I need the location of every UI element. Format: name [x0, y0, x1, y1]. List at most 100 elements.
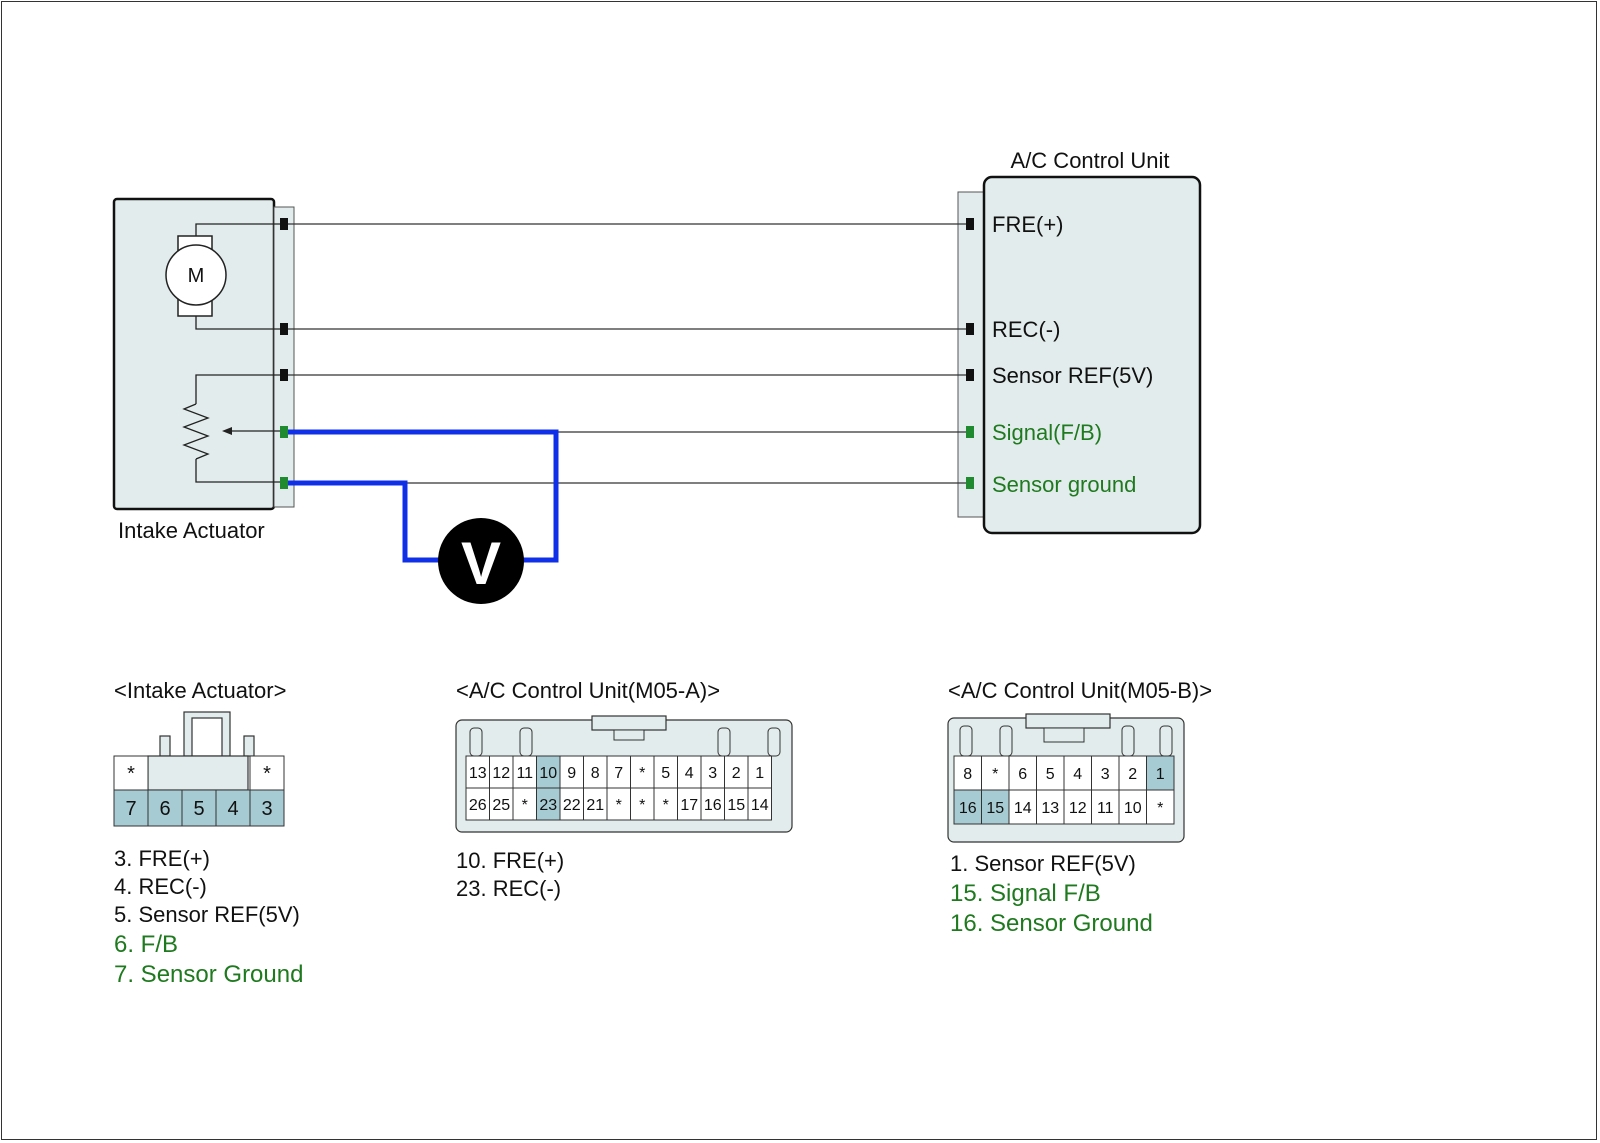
legend-mb-2: 15. Signal F/B	[950, 880, 1101, 907]
ia-top-pin-4: *	[263, 763, 271, 785]
voltmeter-probes: V	[288, 429, 559, 604]
actuator-pin-4	[280, 426, 288, 438]
m05a-top-pin-12: 1	[755, 765, 764, 782]
ac-control-unit-title: A/C Control Unit	[1011, 148, 1170, 173]
intake-actuator-label: Intake Actuator	[118, 518, 265, 543]
m05a-bottom-pin-3: 23	[539, 797, 557, 814]
m05a-top-pin-8: 5	[661, 765, 670, 782]
m05b-bottom-pin-2-cell	[1008, 789, 1037, 825]
m05b-top-pin-2: 6	[1018, 766, 1027, 783]
m05a-bottom-pin-7: *	[639, 797, 645, 814]
connector-m05b: <A/C Control Unit(M05-B)> 8 * 6 5 4 3 2 1 16 15 14…	[947, 678, 1212, 843]
legend-ma-1: 10. FRE(+)	[456, 848, 564, 873]
acu-pin-3	[966, 369, 974, 381]
connector-intake-actuator-title: <Intake Actuator>	[114, 678, 286, 703]
m05a-bottom-pin-10: 16	[704, 797, 722, 814]
ia-bottom-pin-3: 3	[261, 798, 272, 820]
m05a-bottom-pin-8: *	[663, 797, 669, 814]
m05b-top-pin-0: 8	[963, 766, 972, 783]
m05b-top-pin-1-cell	[981, 755, 1010, 791]
legend-ia-2: 4. REC(-)	[114, 874, 207, 899]
m05b-bottom-pin-7-cell	[1146, 789, 1175, 825]
legend-ia-4: 6. F/B	[114, 931, 178, 958]
intake-actuator-component: M Intake Actuator	[112, 197, 295, 543]
legend-ia-3: 5. Sensor REF(5V)	[114, 902, 300, 927]
actuator-pin-1	[280, 218, 288, 230]
ac-control-unit-connector	[957, 191, 987, 518]
m05b-bottom-pin-7: *	[1157, 800, 1163, 817]
terminal-label-rec: REC(-)	[992, 317, 1060, 342]
m05a-top-pin-5: 8	[591, 765, 600, 782]
ia-bottom-pin-4-cell	[215, 789, 251, 827]
m05b-top-pin-3: 5	[1046, 766, 1055, 783]
ac-control-unit-component: A/C Control Unit	[957, 148, 1202, 535]
connector-m05a-title: <A/C Control Unit(M05-A)>	[456, 678, 720, 703]
m05a-top-pin-2: 11	[516, 765, 533, 782]
m05a-bottom-pin-11: 15	[727, 797, 745, 814]
m05a-bottom-pin-9: 17	[680, 797, 698, 814]
m05a-bottom-pin-5: 21	[586, 797, 604, 814]
ia-bottom-pin-7: 7	[125, 798, 136, 820]
motor-symbol: M	[188, 265, 205, 287]
m05b-top-pin-5: 3	[1101, 766, 1110, 783]
legend-intake-actuator: 3. FRE(+) 4. REC(-) 5. Sensor REF(5V) 6.…	[114, 846, 303, 988]
actuator-pin-2	[280, 323, 288, 335]
acu-pin-4	[966, 426, 974, 438]
legend-ia-5: 7. Sensor Ground	[114, 961, 303, 988]
m05b-bottom-pin-5: 11	[1097, 800, 1114, 817]
m05b-bottom-pin-2: 14	[1014, 800, 1032, 817]
m05b-top-pin-4: 4	[1073, 766, 1082, 783]
acu-pin-2	[966, 323, 974, 335]
legend-m05a: 10. FRE(+) 23. REC(-)	[456, 848, 564, 901]
legend-ma-2: 23. REC(-)	[456, 876, 561, 901]
m05b-top-pin-6: 2	[1128, 766, 1137, 783]
m05a-bottom-pin-12-cell	[747, 787, 772, 821]
ia-bottom-pin-5: 5	[193, 798, 204, 820]
m05a-top-pin-10: 3	[708, 765, 717, 782]
m05a-top-pin-6: 7	[614, 765, 623, 782]
actuator-pin-3	[280, 369, 288, 381]
m05a-bottom-pin-0: 26	[469, 797, 487, 814]
terminal-label-sensor-ref: Sensor REF(5V)	[992, 363, 1153, 388]
ia-bottom-pin-7-cell	[113, 789, 149, 827]
ia-top-pin-0: *	[127, 763, 135, 785]
m05b-bottom-pin-4-cell	[1063, 789, 1092, 825]
legend-mb-1: 1. Sensor REF(5V)	[950, 851, 1136, 876]
m05a-bottom-pin-1: 25	[492, 797, 510, 814]
m05a-bottom-pin-2: *	[522, 797, 528, 814]
potentiometer-icon	[182, 374, 284, 483]
m05b-bottom-pin-0: 16	[959, 800, 977, 817]
probe-wire-signal	[288, 429, 559, 563]
m05b-bottom-pin-6-cell	[1118, 789, 1147, 825]
ia-bottom-pin-6-cell	[147, 789, 183, 827]
m05b-top-pin-3-cell	[1036, 755, 1065, 791]
m05a-top-pin-4: 9	[567, 765, 576, 782]
m05b-top-pin-7: 1	[1156, 766, 1165, 783]
legend-ia-1: 3. FRE(+)	[114, 846, 210, 871]
m05b-top-pin-4-cell	[1063, 755, 1092, 791]
harness-wires	[288, 223, 966, 484]
connector-m05b-title: <A/C Control Unit(M05-B)>	[948, 678, 1212, 703]
m05b-bottom-pin-3: 13	[1041, 800, 1059, 817]
m05b-bottom-pin-0-cell	[953, 789, 982, 825]
ia-bottom-pin-4: 4	[227, 798, 238, 820]
intake-actuator-connector	[273, 206, 295, 508]
terminal-label-sensor-ground: Sensor ground	[992, 472, 1136, 497]
m05b-top-pin-1: *	[992, 766, 998, 783]
legend-mb-3: 16. Sensor Ground	[950, 910, 1153, 937]
actuator-pin-5	[280, 477, 288, 489]
ia-top-pin-4-cell	[249, 755, 285, 791]
voltmeter-icon	[438, 518, 524, 604]
voltmeter-symbol: V	[461, 530, 501, 597]
terminal-label-fre: FRE(+)	[992, 212, 1064, 237]
m05a-bottom-pin-6: *	[616, 797, 622, 814]
ac-control-unit-body	[982, 175, 1202, 535]
acu-pin-5	[966, 477, 974, 489]
m05b-bottom-pin-1: 15	[986, 800, 1004, 817]
legend-m05b: 1. Sensor REF(5V) 15. Signal F/B 16. Sen…	[950, 851, 1153, 937]
